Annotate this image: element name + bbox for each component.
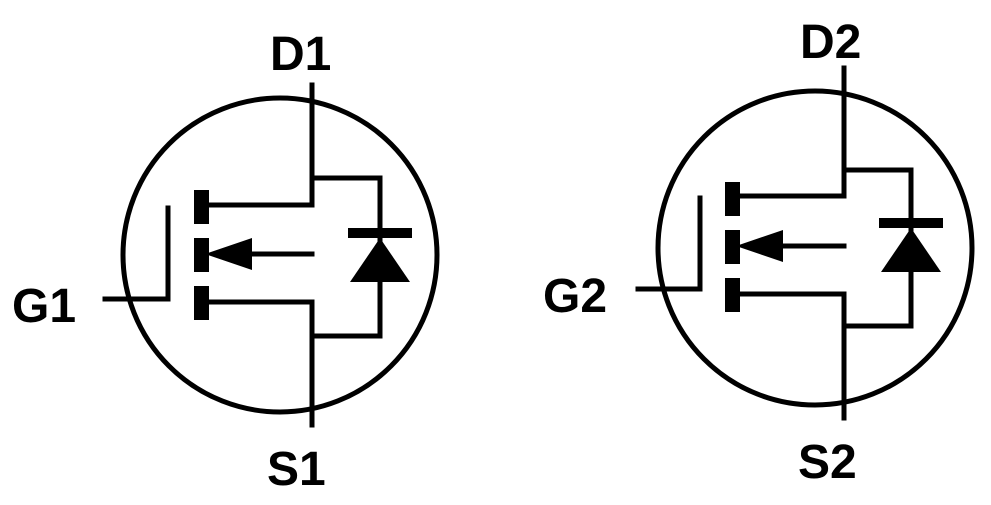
mosfet-1-gate-lead	[102, 205, 171, 302]
drain-label: D2	[800, 16, 861, 69]
mosfet-2-diode-triangle	[881, 228, 941, 272]
mosfet-1-channel-segment-top	[194, 190, 209, 224]
mosfet-1-diode-bar	[348, 228, 412, 238]
source-label: S1	[267, 443, 326, 496]
mosfet-2: D2 G2 S2	[543, 16, 975, 489]
mosfet-1-channel-segment-bottom	[194, 286, 209, 320]
mosfet-2-drain-lead	[733, 65, 847, 199]
mosfet-2-channel-segment-bottom	[725, 278, 740, 312]
source-label: S2	[798, 436, 857, 489]
mosfet-1-channel-segment-middle	[194, 238, 209, 272]
mosfet-1-drain-lead	[202, 82, 315, 208]
mosfet-1: D1 G1 S1	[12, 28, 440, 496]
mosfet-1-source-lead	[202, 299, 315, 428]
gate-label: G2	[543, 270, 607, 323]
gate-label: G1	[12, 280, 76, 333]
mosfet-1-body-circle	[120, 95, 440, 415]
mosfet-2-channel-segment-middle	[725, 230, 740, 264]
mosfet-2-channel-segment-top	[725, 182, 740, 216]
mosfet-2-diode-bar	[879, 218, 943, 228]
mosfet-1-channel-arrow	[205, 238, 252, 270]
drain-label: D1	[270, 28, 331, 81]
mosfet-2-gate-lead	[635, 195, 703, 292]
mosfet-2-source-lead	[733, 291, 847, 421]
mosfet-1-diode-triangle	[350, 238, 410, 282]
mosfet-2-channel-arrow	[736, 230, 783, 262]
mosfet-2-body-circle	[655, 88, 975, 408]
